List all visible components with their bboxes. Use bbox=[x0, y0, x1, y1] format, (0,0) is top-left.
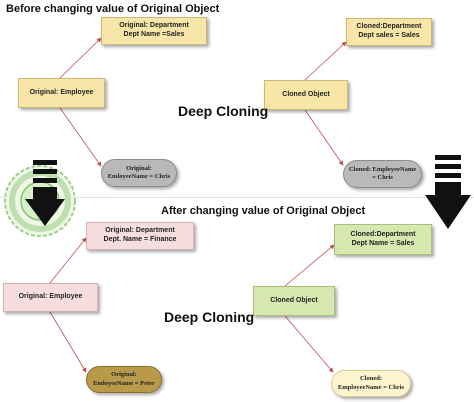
bottom-heading: After changing value of Original Object bbox=[161, 205, 366, 217]
cloned-department-value: Dept Name = Sales bbox=[351, 239, 415, 247]
cloned-object-box: Cloned Object bbox=[264, 80, 348, 110]
original-department-type: Original: Department bbox=[119, 22, 189, 30]
original-employee-label: Original: Employee bbox=[29, 88, 94, 96]
connector-line bbox=[59, 37, 102, 79]
original-department-value: Dept. Name = Finance bbox=[103, 236, 177, 243]
down-arrow-icon bbox=[425, 155, 471, 229]
original-name-value: EmloyeeName = Peter bbox=[93, 379, 155, 387]
top-heading: Before changing value of Original Object bbox=[6, 3, 220, 15]
connector-line bbox=[49, 237, 87, 284]
cloned-name-value: = Chris bbox=[372, 174, 393, 181]
top-title: Deep Cloning bbox=[178, 103, 269, 119]
original-name-type: Original: bbox=[111, 371, 137, 379]
original-employee-box: Original: Employee bbox=[18, 78, 105, 108]
original-name-value: EmloyeeName = Chris bbox=[107, 173, 171, 180]
original-employee-label: Original: Employee bbox=[18, 293, 83, 301]
cloned-object-box: Cloned Object bbox=[253, 286, 335, 316]
connector-line bbox=[284, 244, 335, 287]
original-department-box: Original: Department Dept. Name = Financ… bbox=[86, 222, 194, 250]
original-department-type: Original: Department bbox=[105, 227, 175, 235]
cloned-name-type: Cloned: EmployeeName bbox=[348, 165, 417, 173]
bottom-title: Deep Cloning bbox=[164, 309, 255, 325]
cloned-name-value: EmployeeName = Chris bbox=[337, 383, 405, 391]
cloned-object-label: Cloned Object bbox=[282, 90, 330, 98]
cloned-department-box: Cloned:Department Dept Name = Sales bbox=[334, 224, 432, 255]
original-department-box: Original: Department Dept Name =Sales bbox=[101, 17, 207, 45]
cloned-department-type: Cloned:Department bbox=[356, 23, 422, 31]
cloned-department-value: Dept sales = Sales bbox=[358, 32, 420, 39]
connector-line bbox=[304, 109, 344, 166]
original-name-pill: Original: EmloyeeName = Chris bbox=[101, 159, 177, 187]
connector-line bbox=[59, 107, 102, 167]
cloned-name-type: Cloned: bbox=[359, 375, 383, 383]
original-name-type: Original: bbox=[126, 164, 152, 172]
connector-line bbox=[284, 315, 334, 373]
cloned-department-type: Cloned:Department bbox=[350, 230, 416, 238]
section-divider bbox=[0, 197, 474, 198]
original-department-value: Dept Name =Sales bbox=[123, 31, 185, 38]
original-name-pill: Original: EmloyeeName = Peter bbox=[86, 366, 162, 393]
cloned-department-box: Cloned:Department Dept sales = Sales bbox=[346, 18, 432, 46]
cloned-name-pill: Cloned: EmployeeName = Chris bbox=[331, 370, 411, 397]
connector-line bbox=[49, 311, 87, 373]
connector-line bbox=[304, 41, 347, 81]
down-arrow-icon bbox=[25, 160, 65, 226]
cloned-name-pill: Cloned: EmployeeName = Chris bbox=[343, 160, 422, 188]
cloned-object-label: Cloned Object bbox=[270, 296, 318, 304]
original-employee-box: Original: Employee bbox=[3, 283, 98, 312]
